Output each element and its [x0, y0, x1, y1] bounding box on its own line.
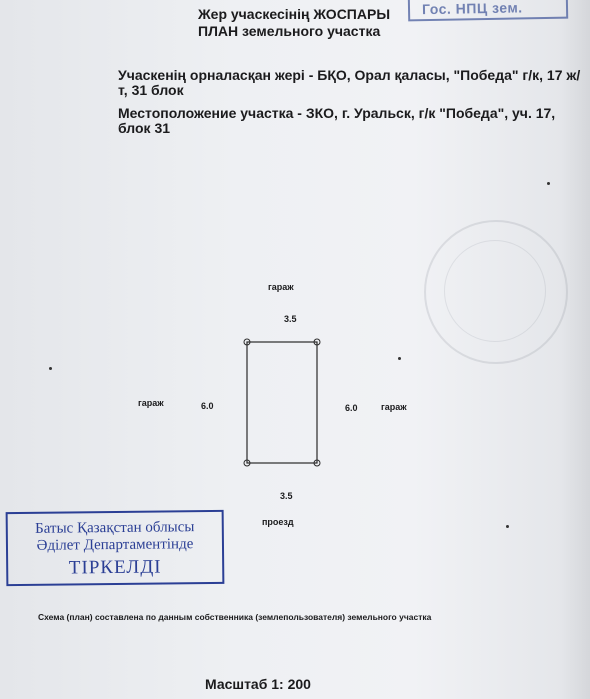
neighbor-left: гараж — [138, 398, 164, 408]
length-right: 6.0 — [345, 403, 358, 413]
location-kz: Учаскенің орналасқан жері - БҚО, Орал қа… — [118, 67, 581, 98]
scale-label: Масштаб 1: 200 — [205, 676, 311, 692]
plan-note: Схема (план) составлена по данным собств… — [38, 612, 432, 622]
title-kz: Жер учаскесінің ЖОСПАРЫ — [198, 6, 391, 22]
registration-stamp: Батыс Қазақстан облысы Әділет Департамен… — [5, 509, 225, 587]
faded-seal — [424, 220, 568, 364]
page-shadow — [560, 0, 590, 699]
neighbor-bottom: проезд — [262, 517, 294, 527]
speck — [49, 367, 52, 370]
corner-point-se — [313, 459, 321, 467]
corner-point-nw — [243, 338, 251, 346]
title-ru: ПЛАН земельного участка — [198, 23, 381, 39]
corner-point-ne — [313, 338, 321, 346]
speck — [398, 357, 401, 360]
neighbor-top: гараж — [268, 282, 294, 292]
length-top: 3.5 — [284, 314, 297, 324]
length-bottom: 3.5 — [280, 491, 293, 501]
speck — [547, 182, 550, 185]
length-left: 6.0 — [201, 401, 214, 411]
speck — [506, 525, 509, 528]
document-title: Жер учаскесінің ЖОСПАРЫ ПЛАН земельного … — [198, 6, 390, 40]
stamp-line-registered: ТІРКЕЛДІ — [68, 556, 162, 579]
stamp-line-department: Әділет Департаментінде — [36, 536, 194, 554]
plot-boundary — [246, 341, 318, 464]
faded-seal-inner — [444, 240, 546, 342]
corner-point-sw — [243, 459, 251, 467]
neighbor-right: гараж — [381, 402, 407, 412]
location-ru: Местоположение участка - ЗКО, г. Уральск… — [118, 105, 556, 136]
